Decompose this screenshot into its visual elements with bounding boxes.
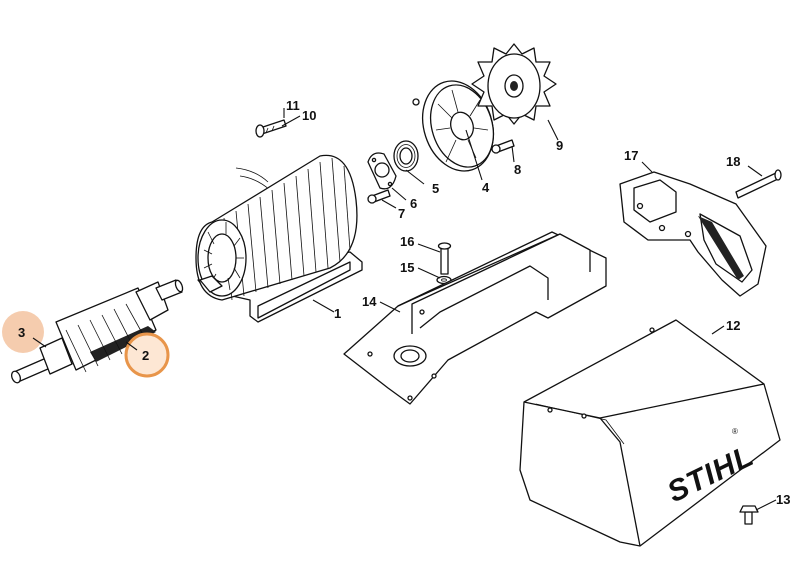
screw-10-11[interactable] (255, 119, 287, 138)
label-2: 2 (142, 348, 149, 363)
label-1: 1 (334, 306, 341, 321)
label-15: 15 (400, 260, 414, 275)
highlight-circle-2 (124, 332, 170, 378)
label-13: 13 (776, 492, 790, 507)
label-8: 8 (514, 162, 521, 177)
bearing-plate-6[interactable] (367, 152, 397, 190)
part-labels: 1 2 3 4 5 6 7 8 9 10 11 12 13 14 15 16 1… (18, 98, 790, 507)
label-11: 11 (286, 98, 300, 113)
label-6: 6 (410, 196, 417, 211)
ball-bearing-5[interactable] (393, 140, 419, 172)
handle-bracket-17[interactable] (619, 171, 767, 297)
label-18: 18 (726, 154, 740, 169)
label-12: 12 (726, 318, 740, 333)
highlight-circle-3 (2, 311, 44, 353)
screw-8[interactable] (491, 139, 515, 154)
motor-cover-12[interactable]: STIHL ® (519, 319, 781, 547)
fan-impeller-9[interactable] (471, 43, 557, 125)
screw-13[interactable] (739, 505, 759, 525)
leader-lines (32, 108, 777, 511)
label-17: 17 (624, 148, 638, 163)
label-7: 7 (398, 206, 405, 221)
label-9: 9 (556, 138, 563, 153)
label-5: 5 (432, 181, 439, 196)
stator-housing[interactable] (195, 154, 363, 323)
bolt-16[interactable] (437, 242, 452, 275)
label-3: 3 (18, 325, 25, 340)
pin-18[interactable] (735, 169, 782, 199)
registered-mark: ® (732, 427, 738, 436)
label-10: 10 (302, 108, 316, 123)
label-4: 4 (482, 180, 490, 195)
screw-7[interactable] (367, 189, 391, 204)
label-16: 16 (400, 234, 414, 249)
label-14: 14 (362, 294, 377, 309)
motor-mount-14[interactable] (343, 231, 607, 405)
